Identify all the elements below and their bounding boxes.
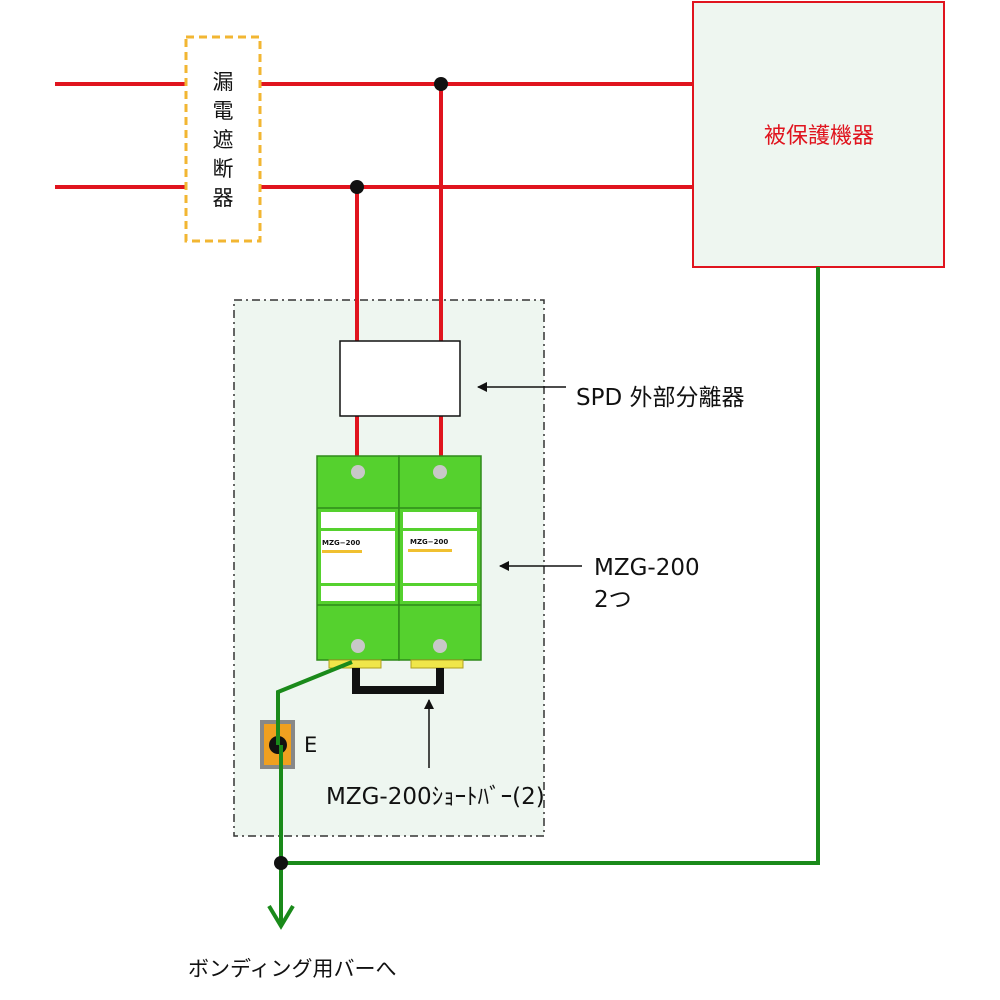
breaker-char: 漏 bbox=[212, 70, 234, 94]
spd-module-a bbox=[316, 455, 400, 669]
mzg-200-quantity: 2つ bbox=[594, 587, 632, 613]
spd-module-b bbox=[398, 455, 482, 669]
breaker-char: 遮 bbox=[212, 128, 234, 152]
bonding-bar-label: ボンディング用バーへ bbox=[188, 957, 397, 981]
junction-dot-ground bbox=[274, 856, 288, 870]
spd-disconnector-label: SPD 外部分離器 bbox=[576, 385, 745, 411]
ground-line-module bbox=[276, 660, 353, 745]
junction-dot-upper bbox=[434, 77, 448, 91]
junction-dot-lower bbox=[350, 180, 364, 194]
ground-arrowhead bbox=[267, 904, 295, 930]
breaker-char: 電 bbox=[212, 99, 234, 123]
breaker-char: 断 bbox=[212, 157, 234, 181]
short-bar-label: MZG-200ｼｮｰﾄﾊﾞｰ(2) bbox=[326, 784, 545, 810]
protected-equipment-box bbox=[692, 1, 945, 268]
breaker-label: 漏 電 遮 断 器 bbox=[186, 68, 260, 213]
mzg-200-model: MZG-200 bbox=[594, 555, 700, 581]
ground-terminal-label: E bbox=[304, 733, 318, 757]
breaker-char: 器 bbox=[212, 186, 234, 210]
module-a-model-text: MZG−200 bbox=[322, 539, 361, 547]
short-bar bbox=[352, 668, 444, 694]
ground-lines bbox=[267, 267, 820, 930]
earth-leakage-breaker bbox=[184, 35, 262, 243]
mzg-200-label: MZG-200 2つ bbox=[594, 552, 700, 616]
ground-line-equipment bbox=[281, 267, 820, 865]
module-b-model-text: MZG−200 bbox=[410, 538, 449, 546]
spd-disconnector-box bbox=[339, 340, 461, 417]
protected-equipment-label: 被保護機器 bbox=[763, 124, 874, 149]
